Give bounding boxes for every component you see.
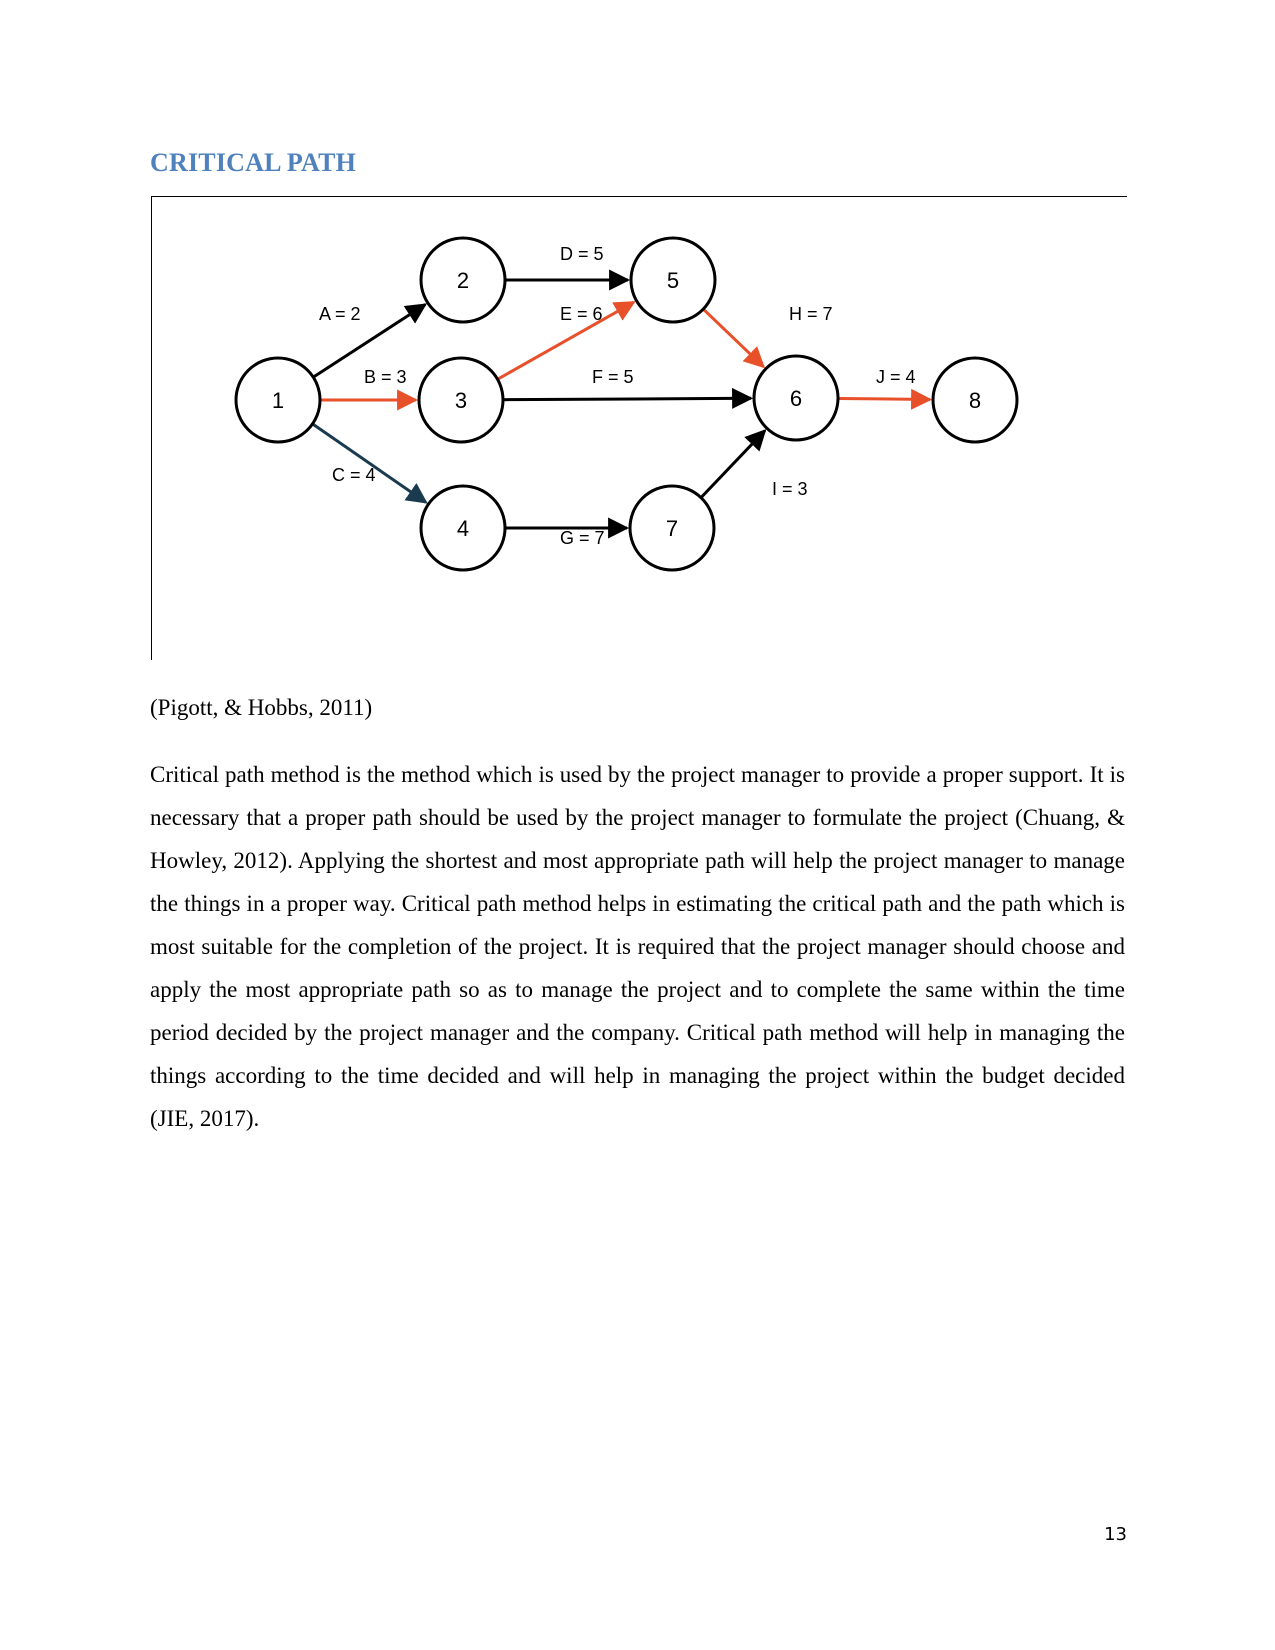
node-6: [752, 354, 840, 442]
edge-label-1-3: B = 3: [364, 367, 407, 387]
edge-label-4-7: G = 7: [560, 528, 605, 548]
node-label-2: 2: [457, 268, 469, 293]
edge-label-3-5: E = 6: [560, 304, 603, 324]
edges-layer: A = 2 B = 3 C = 4 D = 5 E = 6 F = 5 G = 7 H = 7…: [312, 244, 933, 548]
node-label-4: 4: [457, 516, 469, 541]
node-4: [419, 484, 507, 572]
edge-1-4: [312, 423, 428, 504]
figure-citation: (Pigott, & Hobbs, 2011): [150, 695, 373, 720]
node-1: [234, 356, 322, 444]
node-label-7: 7: [666, 516, 678, 541]
page-number: 13: [1104, 1524, 1127, 1545]
nodes-layer: 1 2 3 4 5 6 7 8: [234, 236, 1019, 572]
node-label-1: 1: [272, 388, 284, 413]
critical-path-figure: A = 2 B = 3 C = 4 D = 5 E = 6 F = 5 G = 7 H = 7…: [151, 196, 1127, 660]
node-3: [417, 356, 505, 444]
edge-label-7-6: I = 3: [772, 479, 808, 499]
node-label-3: 3: [455, 388, 467, 413]
node-2: [419, 236, 507, 324]
edge-7-6: [700, 429, 767, 498]
edge-6-8-critical: [838, 388, 933, 410]
edge-label-1-4: C = 4: [332, 465, 376, 485]
edge-3-6: [503, 387, 754, 409]
edge-1-2: [313, 303, 427, 378]
critical-path-network-diagram: A = 2 B = 3 C = 4 D = 5 E = 6 F = 5 G = 7 H = 7…: [234, 236, 1019, 572]
node-label-8: 8: [969, 388, 981, 413]
node-5: [629, 236, 717, 324]
page-title: CRITICAL PATH: [150, 148, 357, 177]
node-8: [931, 356, 1019, 444]
edge-label-5-6: H = 7: [789, 304, 833, 324]
edge-label-1-2: A = 2: [319, 304, 361, 324]
edge-3-5-critical: [497, 300, 636, 381]
edge-label-2-5: D = 5: [560, 244, 604, 264]
node-label-5: 5: [667, 268, 679, 293]
edge-label-3-6: F = 5: [592, 367, 634, 387]
body-paragraph: Critical path method is the method which…: [150, 762, 1125, 1131]
node-7: [628, 484, 716, 572]
node-label-6: 6: [790, 386, 802, 411]
edge-5-6-critical: [702, 308, 766, 369]
edge-label-6-8: J = 4: [876, 367, 916, 387]
